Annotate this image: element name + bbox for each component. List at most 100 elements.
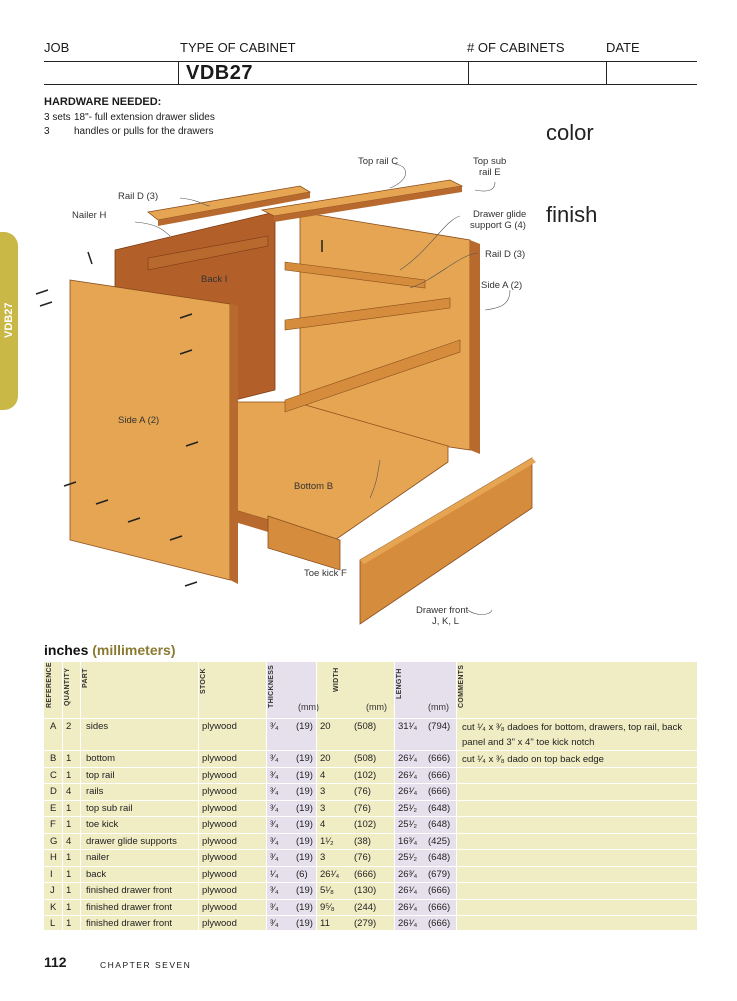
cell-thmm: (19) (296, 753, 313, 764)
cell-lmm: (648) (428, 819, 451, 830)
header-mm: (mm) (428, 702, 449, 712)
cell-th: ³⁄₄ (270, 802, 279, 814)
header-width: WIDTH (333, 668, 340, 693)
cell-qty: 4 (66, 835, 72, 847)
cell-l: 25¹⁄₂ (398, 819, 418, 830)
cell-wmm: (76) (354, 852, 371, 863)
header-stock: STOCK (200, 668, 207, 694)
cell-th: ¹⁄₄ (270, 868, 279, 880)
cabinet-exploded-drawing: Top rail C Top sub rail E Rail D (3) Nai… (35, 156, 536, 627)
row-divider (44, 915, 697, 916)
thickness-col-bg (266, 662, 316, 930)
cell-wmm: (244) (354, 901, 377, 913)
header-box: VDB27 (44, 61, 697, 85)
cell-stock: plywood (202, 721, 237, 732)
cell-wmm: (666) (354, 868, 377, 880)
cell-ref: L (50, 918, 56, 929)
cell-qty: 1 (66, 753, 72, 764)
cell-l: 26³⁄₄ (398, 868, 418, 880)
cell-ref: E (50, 802, 57, 814)
cell-w: 3 (320, 852, 326, 863)
cell-stock: plywood (202, 852, 237, 863)
cell-lmm: (666) (428, 769, 451, 781)
cell-ref: G (50, 835, 58, 847)
cell-ref: D (50, 786, 57, 797)
cell-part: top sub rail (86, 802, 133, 814)
cell-qty: 2 (66, 721, 72, 732)
cell-w: 11 (320, 918, 330, 929)
cell-w: 9⁵⁄₈ (320, 901, 335, 913)
cell-lmm: (648) (428, 802, 451, 814)
note-finish: finish (546, 202, 598, 227)
cell-l: 26¹⁄₄ (398, 885, 418, 896)
cell-th: ³⁄₄ (270, 769, 279, 781)
cell-qty: 1 (66, 769, 72, 781)
header-quantity: QUANTITY (64, 668, 71, 707)
side-tab-label: VDB27 (3, 302, 15, 338)
cell-lmm: (794) (428, 721, 451, 732)
cell-stock: plywood (202, 753, 237, 764)
cell-th: ³⁄₄ (270, 721, 279, 732)
cell-wmm: (76) (354, 802, 371, 814)
count-label: # OF CABINETS (467, 40, 565, 55)
row-divider (44, 766, 697, 768)
label-drawer-front: Drawer front (416, 605, 469, 616)
col-divider (266, 662, 267, 930)
row-divider (44, 750, 697, 751)
label-top-rail-c: Top rail C (358, 156, 398, 167)
toe-kick (267, 515, 341, 571)
cell-l: 26¹⁄₄ (398, 918, 418, 929)
note-color: color (546, 120, 594, 145)
cell-stock: plywood (202, 802, 237, 814)
cell-l: 26¹⁄₄ (398, 901, 418, 913)
chapter-side-tab: VDB27 (0, 232, 18, 410)
chapter-label: CHAPTER SEVEN (100, 960, 192, 970)
cell-thmm: (19) (296, 769, 313, 781)
cell-l: 16³⁄₄ (398, 835, 418, 847)
cell-wmm: (130) (354, 885, 377, 896)
cell-thmm: (19) (296, 835, 313, 847)
job-label: JOB (44, 40, 70, 55)
label-side-a-left: Side A (2) (118, 415, 159, 426)
cell-w: 3 (320, 786, 326, 797)
cell-w: 26¹⁄₄ (320, 868, 340, 880)
hardware-qty: 3 (44, 126, 50, 137)
cell-ref: J (50, 885, 55, 896)
cell-ref: B (50, 753, 57, 764)
cell-ref: A (50, 721, 57, 732)
rail-d (284, 297, 451, 331)
cell-thmm: (19) (296, 802, 313, 814)
cell-w: 5¹⁄₈ (320, 885, 334, 896)
hardware-desc: 18"- full extension drawer slides (74, 112, 215, 123)
cell-wmm: (38) (354, 835, 371, 847)
cell-lmm: (679) (428, 868, 451, 880)
cell-wmm: (508) (354, 753, 377, 764)
cell-th: ³⁄₄ (270, 819, 279, 830)
row-divider (44, 783, 697, 784)
cell-l: 26¹⁄₄ (398, 753, 418, 764)
cell-lmm: (666) (428, 918, 451, 929)
table-header-row: REFERENCE QUANTITY PART STOCK THICKNESS … (44, 662, 697, 716)
cell-wmm: (102) (354, 819, 377, 830)
cell-wmm: (508) (354, 721, 377, 732)
header-part: PART (82, 668, 89, 688)
cell-stock: plywood (202, 868, 237, 880)
cell-lmm: (666) (428, 786, 451, 797)
label-nailer-h: Nailer H (72, 210, 106, 221)
col-divider (456, 662, 457, 930)
cell-thmm: (19) (296, 852, 313, 863)
header-mm: (mm) (366, 702, 387, 712)
header-labels: JOB TYPE OF CABINET # OF CABINETS DATE (44, 40, 697, 62)
label-bottom-b: Bottom B (294, 481, 333, 492)
cell-wmm: (102) (354, 769, 377, 781)
glide-support (284, 261, 426, 289)
cell-stock: plywood (202, 835, 237, 847)
